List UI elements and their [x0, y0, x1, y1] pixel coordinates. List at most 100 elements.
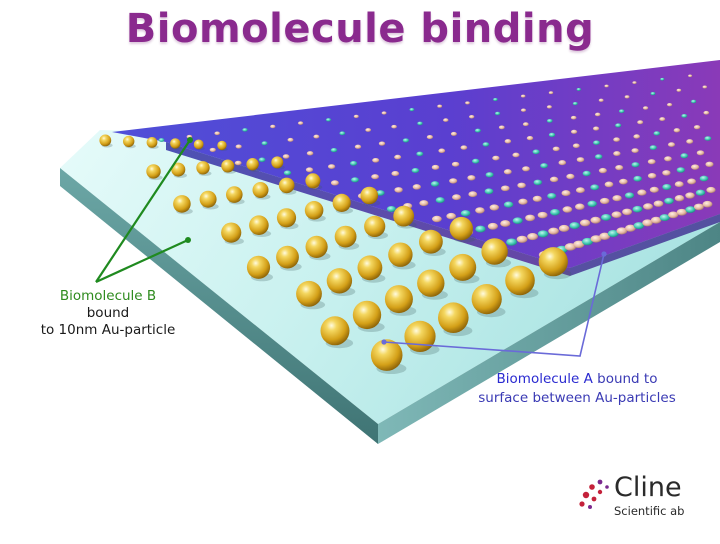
gold-nanoparticle [481, 238, 507, 264]
gold-nanoparticle [221, 160, 234, 173]
biomolecule-a-dot [651, 92, 656, 95]
biomolecule-a-dot [483, 142, 490, 146]
biomolecule-a-dot [513, 217, 523, 224]
biomolecule-a-dot [521, 108, 526, 111]
gold-nanoparticle [194, 140, 204, 150]
biomolecule-a-dot [696, 190, 705, 196]
biomolecule-a-dot [214, 131, 219, 135]
biomolecule-a-dot [654, 131, 661, 135]
biomolecule-a-dot [505, 139, 512, 143]
biomolecule-a-dot [547, 105, 552, 108]
biomolecule-a-dot [495, 112, 500, 115]
biomolecule-a-dot [705, 162, 713, 167]
biomolecule-a-dot [632, 81, 636, 84]
biomolecule-a-dot [262, 141, 268, 145]
biomolecule-a-dot [675, 195, 685, 201]
gold-nanoparticle [306, 236, 328, 258]
biomolecule-a-dot [431, 181, 439, 186]
label-biomolecule-b: Biomolecule B bound to 10nm Au-particle [18, 288, 198, 339]
gold-nanoparticle [335, 226, 357, 248]
gold-nanoparticle [385, 285, 413, 313]
biomolecule-a-dot [637, 120, 643, 124]
biomolecule-a-dot [486, 172, 494, 177]
biomolecule-a-dot [691, 164, 699, 169]
biomolecule-a-dot [284, 170, 291, 175]
biomolecule-a-dot [540, 163, 548, 168]
biomolecule-a-dot [403, 138, 409, 142]
biomolecule-a-dot [307, 151, 314, 155]
biomolecule-a-dot [706, 187, 715, 193]
gold-nanoparticle [417, 270, 444, 297]
logo-name: Cline [614, 472, 682, 503]
biomolecule-a-dot [632, 162, 640, 167]
gold-nanoparticle [333, 194, 351, 212]
biomolecule-a-dot [583, 171, 591, 176]
biomolecule-a-dot [605, 182, 614, 188]
biomolecule-a-dot [350, 161, 357, 166]
biomolecule-a-dot [703, 85, 708, 88]
biomolecule-a-dot [704, 136, 711, 141]
biomolecule-a-dot [664, 156, 672, 161]
biomolecule-a-dot [694, 204, 704, 211]
biomolecule-a-dot [668, 142, 675, 147]
biomolecule-a-dot [382, 111, 387, 114]
biomolecule-a-dot [549, 91, 553, 94]
gold-nanoparticle [305, 201, 324, 220]
biomolecule-a-dot [643, 106, 648, 110]
biomolecule-a-dot [662, 170, 670, 176]
biomolecule-a-dot [601, 214, 611, 221]
biomolecule-a-dot [571, 130, 577, 134]
gold-nanoparticle [123, 136, 134, 147]
biomolecule-a-dot [591, 217, 601, 224]
biomolecule-a-dot [619, 109, 624, 113]
biomolecule-a-dot [437, 105, 442, 108]
gold-nanoparticle [361, 187, 379, 205]
biomolecule-a-dot [622, 209, 632, 216]
biomolecule-a-dot [521, 95, 526, 98]
biomolecule-a-dot [547, 193, 556, 199]
biomolecule-a-dot [351, 177, 359, 182]
label-a-highlight: Biomolecule A [497, 371, 593, 387]
biomolecule-a-dot [566, 174, 574, 179]
gold-nanoparticle [221, 223, 241, 243]
biomolecule-a-dot [648, 173, 656, 179]
biomolecule-a-dot [452, 162, 459, 167]
logo-subtitle: Scientific ab [614, 504, 684, 518]
biomolecule-a-dot [654, 200, 664, 206]
gold-nanoparticle [472, 284, 502, 314]
biomolecule-a-dot [504, 169, 512, 174]
biomolecule-a-dot [625, 95, 630, 98]
biomolecule-a-dot [664, 198, 674, 204]
biomolecule-a-dot [637, 190, 646, 196]
biomolecule-a-dot [533, 150, 540, 155]
gold-nanoparticle [253, 182, 269, 198]
gold-nanoparticle [419, 230, 443, 254]
label-a-rest: bound to [593, 371, 658, 387]
biomolecule-a-dot [472, 159, 479, 164]
biomolecule-a-dot [501, 185, 510, 191]
dotted-logo-icon [578, 478, 612, 514]
biomolecule-a-dot [490, 204, 499, 210]
biomolecule-a-dot [550, 209, 560, 216]
biomolecule-a-dot [371, 174, 379, 179]
biomolecule-a-dot [525, 215, 535, 222]
biomolecule-a-dot [394, 155, 401, 160]
biomolecule-a-dot [270, 125, 275, 129]
gold-nanoparticle [358, 255, 383, 280]
gold-nanoparticle [276, 246, 299, 269]
biomolecule-a-dot [593, 127, 599, 131]
biomolecule-a-dot [662, 184, 671, 190]
biomolecule-a-dot [461, 145, 468, 149]
biomolecule-a-dot [577, 157, 585, 162]
biomolecule-a-dot [549, 133, 555, 137]
biomolecule-a-dot [599, 168, 607, 173]
biomolecule-a-dot [534, 180, 542, 186]
biomolecule-a-dot [475, 129, 481, 133]
biomolecule-a-dot [298, 121, 303, 124]
biomolecule-a-dot [660, 78, 664, 81]
gold-nanoparticle [271, 156, 283, 168]
biomolecule-a-dot [575, 204, 585, 210]
biomolecule-a-dot [580, 219, 590, 226]
